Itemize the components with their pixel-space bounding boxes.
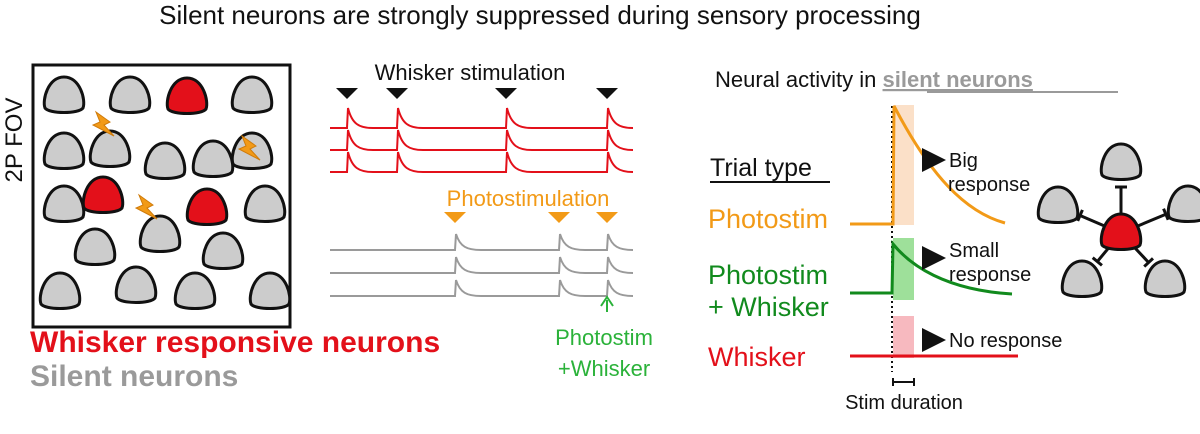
- photostimulation-label: Photostimulation: [447, 186, 610, 211]
- stim-duration-bracket: [892, 378, 915, 386]
- silent-neuron-traces: [330, 233, 634, 297]
- motif-silent-neuron-5: [1143, 259, 1187, 298]
- small-response-line2: response: [949, 264, 1031, 286]
- trial-photostim-label: Photostim: [708, 204, 828, 234]
- whisker-stim-marker-icon: [596, 88, 618, 99]
- inhibitory-connection-2: [1079, 214, 1107, 229]
- silent-neuron-1: [42, 75, 86, 114]
- silent-neuron-8: [191, 139, 235, 178]
- fov-neuron-group: [38, 75, 292, 310]
- trial-type-heading: Trial type: [710, 154, 812, 182]
- inhibition-bar-icon: [1162, 208, 1170, 221]
- red-trace-1: [330, 107, 634, 129]
- silent-neuron-17: [248, 271, 292, 310]
- photostim-marker-icon: [548, 212, 570, 223]
- fov-frame: [31, 63, 292, 329]
- trial-combo-label-line1: Photostim: [708, 260, 828, 290]
- big-response-line1: Big: [949, 150, 978, 172]
- stim-duration-label: Stim duration: [845, 392, 963, 414]
- photostim-whisker-arrowhead-icon: [600, 295, 614, 307]
- fov-label: 2P FOV: [1, 98, 28, 183]
- responsive-neuron-3: [185, 187, 229, 226]
- photostim-marker-icon: [596, 212, 618, 223]
- motif-silent-neuron-4: [1060, 259, 1104, 298]
- responsive-neuron-2: [81, 175, 125, 214]
- stim-window-combo: [893, 238, 914, 300]
- silent-neuron-4: [42, 131, 86, 170]
- inhibition-bar-icon: [1076, 209, 1084, 222]
- legend-silent-neurons: Silent neurons: [30, 360, 238, 393]
- silent-neuron-11: [73, 227, 117, 266]
- whisker-stim-marker-icon: [386, 88, 408, 99]
- gray-trace-3: [330, 279, 634, 297]
- silent-neuron-5: [88, 129, 132, 168]
- no-response-label: No response: [949, 330, 1062, 352]
- silent-neuron-12: [138, 214, 182, 253]
- silent-neuron-10: [243, 184, 287, 223]
- activity-heading-highlight: silent neurons: [883, 67, 1033, 92]
- whisker-stim-marker-icon: [495, 88, 517, 99]
- inhibitory-connection-3: [1135, 212, 1167, 229]
- silent-neuron-9: [42, 184, 86, 223]
- motif-silent-neuron-2: [1036, 185, 1080, 224]
- whisker-stim-markers: [336, 88, 618, 99]
- figure-title: Silent neurons are strongly suppressed d…: [159, 0, 921, 30]
- photostim-markers: [444, 212, 618, 223]
- red-trace-2: [330, 129, 634, 151]
- silent-neuron-13: [201, 231, 245, 270]
- small-response-line1: Small: [949, 240, 999, 262]
- big-response-line2: response: [948, 174, 1030, 196]
- gray-trace-2: [330, 256, 634, 274]
- lightning-bolt-icon: [134, 193, 158, 220]
- silent-neuron-2: [108, 75, 152, 114]
- silent-neuron-15: [114, 265, 158, 304]
- photostim-whisker-label-line1: Photostim: [555, 325, 653, 350]
- activity-heading-prefix: Neural activity in: [715, 67, 883, 92]
- motif-responsive-neuron: [1099, 212, 1143, 251]
- trial-whisker-label: Whisker: [708, 342, 806, 372]
- whisker-stimulation-label: Whisker stimulation: [375, 60, 566, 85]
- activity-heading: Neural activity in silent neurons: [715, 67, 1033, 92]
- legend-responsive-neurons: Whisker responsive neurons: [30, 326, 440, 359]
- inhibition-bar-icon: [1091, 256, 1103, 267]
- photostim-marker-icon: [444, 212, 466, 223]
- trial-combo-label-line2: + Whisker: [708, 292, 829, 322]
- silent-neuron-3: [230, 75, 274, 114]
- silent-neuron-16: [173, 271, 217, 310]
- responsive-neuron-1: [165, 76, 209, 115]
- photostim-whisker-label-line2: +Whisker: [558, 356, 650, 381]
- stim-window-whisker: [893, 316, 914, 358]
- motif-silent-neuron-1: [1099, 142, 1143, 181]
- gray-trace-1: [330, 233, 634, 251]
- inhibition-bar-icon: [1143, 257, 1155, 268]
- photostim-response-curve: [850, 105, 1006, 226]
- silent-neuron-7: [143, 141, 187, 180]
- motif-silent-neuron-3: [1166, 184, 1200, 223]
- lightning-bolt-icon: [237, 134, 261, 161]
- red-trace-3: [330, 151, 634, 173]
- lightning-bolt-icon: [91, 110, 115, 137]
- silent-neuron-14: [38, 271, 82, 310]
- combo-response-curve: [850, 239, 1013, 296]
- inhibition-motif-diagram: [1036, 142, 1200, 298]
- whisker-responsive-traces: [330, 107, 634, 173]
- whisker-stim-marker-icon: [336, 88, 358, 99]
